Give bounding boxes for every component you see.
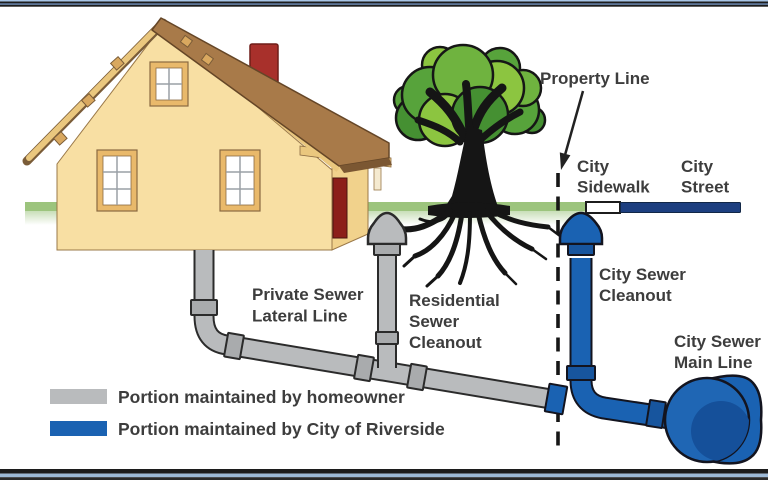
residential-cleanout-label-line2: Sewer [409,312,459,331]
city-riser-coupling [566,365,596,381]
diagram-labels: Property Line City Sidewalk City Street … [252,69,761,372]
city-sewer-main-line-pipe [663,374,763,465]
tree-trunk [442,126,500,212]
legend-swatch-city [50,421,107,436]
residential-cleanout-label-line1: Residential [409,291,500,310]
city-street-label-line2: Street [681,178,730,197]
arrowhead [559,152,571,170]
house-illustration [22,17,392,251]
city-cleanout-collar [567,243,595,256]
city-sidewalk-bar [585,201,621,214]
city-sewer-cleanout-label-line2: Cleanout [599,286,672,305]
city-diagonal-coupling [645,399,667,429]
gray-pipe-couplings [190,299,428,392]
city-street-bar [620,202,741,213]
house-attic-window [149,61,189,107]
frame-border-top [0,0,768,7]
legend-label-homeowner: Portion maintained by homeowner [118,387,405,407]
house-downspout [373,167,382,191]
property-line-label: Property Line [540,69,650,88]
house-door [332,177,348,239]
residential-cleanout-label-line3: Cleanout [409,333,482,352]
property-line-junction-coupling [543,382,569,416]
private-lateral-label-line2: Lateral Line [252,307,347,326]
tree-roots [397,208,562,288]
house-rafter-blocks [52,34,215,146]
legend-label-city: Portion maintained by City of Riverside [118,419,445,439]
tree-illustration [392,43,562,288]
legend: Portion maintained by homeowner Portion … [50,387,445,439]
city-street-label-line1: City [681,157,714,176]
city-sewer-main-line-label-line1: City Sewer [674,332,761,351]
house-right-window [219,149,261,212]
city-sidewalk-label-line2: Sidewalk [577,178,650,197]
city-sewer-main-line-label-line2: Main Line [674,353,752,372]
house-left-window [96,149,138,212]
city-sidewalk-label-line1: City [577,157,610,176]
residential-sewer-cleanout-pipe [366,211,408,368]
legend-swatch-homeowner [50,389,107,404]
city-cleanout-cap [558,211,604,246]
frame-border-bottom [0,469,768,480]
house-roof-left-edge-board [26,19,166,161]
city-sewer-pipes [543,211,763,465]
city-sewer-cleanout-label-line1: City Sewer [599,265,686,284]
house-roof-underside [339,158,392,173]
residential-cleanout-cap [366,211,408,246]
property-line-arrow [559,90,585,170]
private-sewer-lateral-pipe [190,211,559,411]
private-lateral-label-line1: Private Sewer [252,285,364,304]
